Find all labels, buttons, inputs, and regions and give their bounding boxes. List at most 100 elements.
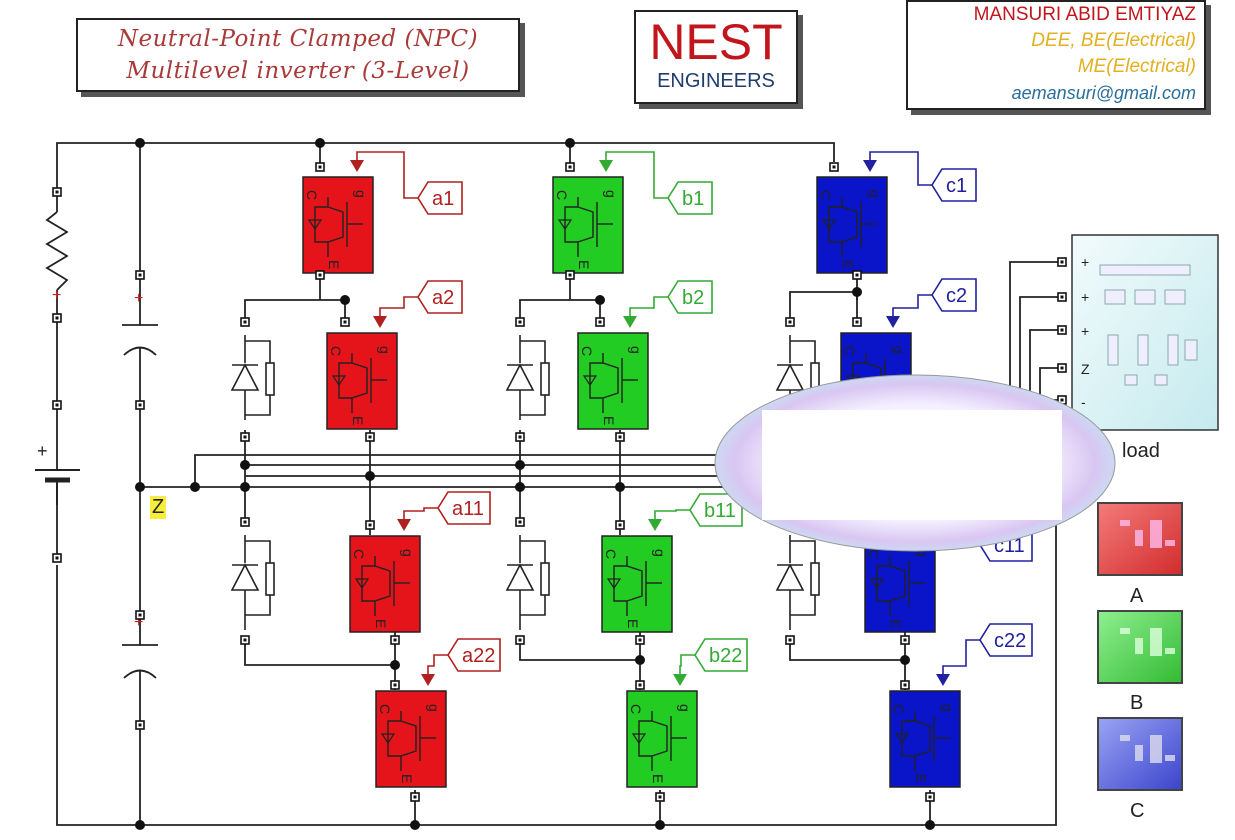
subsystem-a-label: A bbox=[1130, 585, 1144, 607]
svg-text:C: C bbox=[603, 549, 619, 559]
svg-text:a22: a22 bbox=[462, 645, 495, 667]
svg-text:E: E bbox=[913, 774, 929, 783]
subsystem-b-label: B bbox=[1130, 692, 1144, 714]
svg-text:g: g bbox=[652, 549, 668, 557]
svg-text:E: E bbox=[888, 619, 904, 628]
brand-name: NEST bbox=[649, 14, 783, 70]
svg-text:b11: b11 bbox=[704, 500, 736, 522]
svg-text:+: + bbox=[134, 290, 143, 307]
load-subsystem: + + + Z - bbox=[1071, 234, 1219, 431]
title-box: Neutral-Point Clamped (NPC) Multilevel i… bbox=[76, 18, 520, 92]
dc-source-icon bbox=[35, 469, 80, 505]
author-email: aemansuri@gmail.com bbox=[1011, 83, 1196, 103]
svg-text:C: C bbox=[377, 704, 393, 714]
svg-text:E: E bbox=[350, 416, 366, 425]
svg-text:b22: b22 bbox=[709, 645, 742, 667]
svg-text:+: + bbox=[1081, 254, 1089, 270]
svg-text:E: E bbox=[326, 260, 342, 269]
goto-tag-b1: b1 bbox=[599, 151, 713, 215]
resistor-icon bbox=[45, 211, 69, 291]
load-label: load bbox=[1122, 440, 1160, 462]
author-name: MANSURI ABID EMTIYAZ bbox=[973, 4, 1196, 25]
svg-text:E: E bbox=[373, 619, 389, 628]
svg-text:E: E bbox=[601, 416, 617, 425]
svg-text:a1: a1 bbox=[432, 188, 454, 210]
svg-text:g: g bbox=[915, 549, 931, 557]
diode-icon bbox=[775, 535, 820, 630]
svg-text:g: g bbox=[891, 346, 907, 354]
diode-icon bbox=[505, 335, 550, 420]
goto-tag-b2: b2 bbox=[623, 280, 713, 328]
goto-tag-a22: a22 bbox=[421, 638, 501, 686]
svg-text:+: + bbox=[1081, 323, 1089, 339]
svg-text:g: g bbox=[940, 704, 956, 712]
svg-text:E: E bbox=[650, 774, 666, 783]
subsystem-a-icon bbox=[1097, 502, 1183, 576]
goto-tag-b11: b11 bbox=[648, 493, 743, 531]
diode-icon bbox=[505, 535, 550, 630]
goto-tag-c22: c22 bbox=[936, 623, 1033, 686]
author-degree-2: ME(Electrical) bbox=[1077, 56, 1196, 77]
svg-text:C: C bbox=[891, 704, 907, 714]
svg-text:g: g bbox=[867, 190, 883, 198]
subsystem-c-label: C bbox=[1130, 800, 1145, 822]
diode-icon bbox=[230, 535, 275, 630]
svg-text:g: g bbox=[603, 190, 619, 198]
svg-text:E: E bbox=[399, 774, 415, 783]
title-line-1: Neutral-Point Clamped (NPC) bbox=[117, 26, 479, 52]
svg-text:g: g bbox=[353, 190, 369, 198]
svg-text:g: g bbox=[426, 704, 442, 712]
svg-text:a2: a2 bbox=[432, 287, 454, 309]
svg-text:g: g bbox=[628, 346, 644, 354]
goto-tag-c1: c1 bbox=[863, 151, 977, 202]
goto-tag-a2: a2 bbox=[373, 280, 463, 328]
svg-text:E: E bbox=[625, 619, 641, 628]
svg-text:C: C bbox=[304, 190, 320, 200]
svg-text:b1: b1 bbox=[682, 188, 704, 210]
subsystem-b-icon bbox=[1097, 610, 1183, 684]
svg-text:C: C bbox=[328, 346, 344, 356]
svg-text:a11: a11 bbox=[452, 498, 484, 520]
goto-tag-a1: a1 bbox=[350, 151, 463, 215]
svg-text:-: - bbox=[1081, 394, 1086, 410]
svg-text:+: + bbox=[37, 441, 48, 461]
goto-tag-c2: c2 bbox=[886, 278, 977, 328]
goto-tag-a11: a11 bbox=[397, 491, 491, 531]
svg-text:C: C bbox=[842, 346, 858, 356]
svg-text:C: C bbox=[351, 549, 367, 559]
svg-text:c2: c2 bbox=[946, 285, 967, 307]
svg-text:E: E bbox=[840, 260, 856, 269]
goto-tag-b22: b22 bbox=[673, 638, 748, 686]
svg-text:C: C bbox=[579, 346, 595, 356]
neutral-point-label: Z bbox=[150, 496, 167, 519]
diode-icon bbox=[230, 335, 275, 420]
subsystem-c-icon bbox=[1097, 717, 1183, 791]
svg-text:+: + bbox=[1081, 289, 1089, 305]
svg-text:c1: c1 bbox=[946, 175, 967, 197]
capacitor-icon bbox=[122, 275, 158, 725]
svg-text:E: E bbox=[576, 260, 592, 269]
svg-text:C: C bbox=[554, 190, 570, 200]
svg-text:C: C bbox=[818, 190, 834, 200]
svg-text:g: g bbox=[377, 346, 393, 354]
svg-text:C: C bbox=[628, 704, 644, 714]
svg-text:c22: c22 bbox=[994, 630, 1026, 652]
svg-text:C: C bbox=[866, 549, 882, 559]
svg-text:+: + bbox=[134, 614, 143, 631]
brand-logo: NEST ENGINEERS bbox=[634, 10, 798, 104]
author-box: MANSURI ABID EMTIYAZ DEE, BE(Electrical)… bbox=[906, 0, 1206, 110]
svg-text:g: g bbox=[400, 549, 416, 557]
title-line-2: Multilevel inverter (3-Level) bbox=[126, 58, 470, 84]
svg-text:Z: Z bbox=[1081, 361, 1090, 377]
